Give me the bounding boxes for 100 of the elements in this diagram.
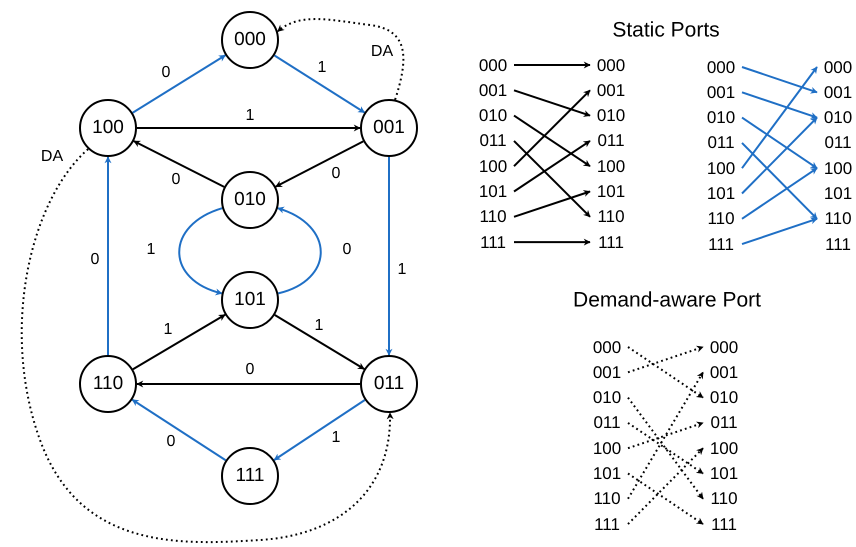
edge-label: 0 (90, 252, 100, 268)
arrow (741, 142, 818, 220)
edge-label: 1 (164, 322, 172, 338)
port-label: 111 (705, 513, 743, 536)
arrow (513, 140, 591, 218)
arrow (627, 472, 704, 525)
section-heading: Demand-aware Port (573, 290, 761, 310)
port-label: 001 (705, 361, 743, 384)
port-label: 111 (592, 231, 630, 254)
arrow (132, 54, 226, 114)
port-label: 000 (705, 336, 743, 358)
port-label: 000 (592, 54, 630, 76)
port-label: 001 (474, 79, 512, 102)
arrow (741, 116, 818, 194)
port-label: 100 (474, 155, 512, 178)
port-label: 101 (705, 462, 743, 484)
arrow (20, 148, 394, 543)
port-label: 010 (474, 104, 512, 127)
edge-label: 1 (246, 108, 254, 124)
port-label: 100 (588, 437, 626, 460)
port-label: 011 (702, 132, 740, 154)
arrow (133, 140, 225, 188)
port-label: 110 (819, 208, 856, 230)
port-label: 010 (819, 106, 856, 129)
port-label: 111 (702, 233, 740, 256)
edge-label: 1 (332, 430, 340, 446)
port-label: 000 (474, 54, 512, 76)
arrow (136, 380, 360, 388)
port-label: 001 (588, 361, 626, 384)
port-label: 110 (592, 206, 630, 228)
edge-label: 0 (166, 434, 176, 450)
port-label: 100 (592, 155, 630, 178)
arrow (275, 140, 364, 188)
edge-label: 0 (332, 166, 340, 182)
edge-label: 0 (246, 362, 254, 378)
arrow (178, 207, 223, 295)
arrow (627, 397, 704, 500)
port-label: 011 (474, 130, 512, 152)
edge-label: 0 (172, 172, 180, 188)
port-label: 010 (592, 104, 630, 127)
arrow (132, 398, 226, 462)
arrow (274, 54, 366, 114)
port-label: 110 (588, 488, 626, 510)
arrow (513, 114, 591, 168)
port-label: 010 (702, 106, 740, 129)
edge-label: 1 (314, 318, 324, 334)
arrow (741, 116, 818, 170)
arrow (741, 66, 818, 169)
port-label: 001 (702, 81, 740, 104)
arrow (514, 89, 591, 117)
edge-label: DA (40, 149, 64, 165)
port-label: 101 (588, 462, 626, 484)
edge-label: DA (370, 44, 394, 60)
port-label: 110 (474, 206, 512, 228)
arrow (627, 372, 704, 500)
arrow (277, 18, 404, 100)
arrow (513, 140, 591, 192)
arrow (742, 66, 818, 94)
arrow (137, 124, 361, 132)
port-label: 011 (705, 412, 743, 434)
arrow (628, 346, 704, 374)
arrow (514, 62, 591, 68)
port-label: 000 (702, 56, 740, 78)
port-label: 101 (592, 180, 630, 202)
arrow (741, 167, 818, 220)
port-label: 000 (819, 56, 856, 78)
port-label: 001 (592, 79, 630, 102)
edge-label: 1 (398, 262, 406, 278)
port-label: 100 (702, 157, 740, 180)
edge-label: 1 (146, 242, 156, 258)
arrow (277, 207, 322, 294)
edge-label: 0 (342, 242, 352, 258)
port-label: 111 (819, 233, 856, 256)
port-label: 111 (588, 513, 626, 536)
edge-label: 1 (318, 60, 326, 76)
arrow (104, 156, 112, 355)
port-label: 110 (702, 208, 740, 230)
arrow (514, 190, 591, 218)
arrow (627, 448, 704, 525)
arrow (742, 218, 818, 246)
port-label: 000 (588, 336, 626, 358)
arrow (386, 157, 392, 356)
arrow (742, 91, 818, 119)
port-label: 101 (702, 182, 740, 204)
port-label: 011 (819, 132, 856, 154)
port-label: 010 (588, 386, 626, 409)
port-label: 101 (474, 180, 512, 202)
port-label: 011 (588, 412, 626, 434)
port-label: 101 (819, 182, 856, 204)
arrow (513, 90, 591, 167)
arrow (132, 314, 226, 370)
port-label: 110 (705, 488, 743, 510)
port-label: 100 (705, 437, 743, 460)
port-label: 111 (474, 231, 512, 254)
port-label: 100 (819, 157, 856, 180)
port-label: 001 (819, 81, 856, 104)
arrow (628, 422, 704, 450)
arrow (514, 238, 591, 246)
arrow (627, 422, 704, 474)
edge-label: 0 (162, 65, 170, 81)
